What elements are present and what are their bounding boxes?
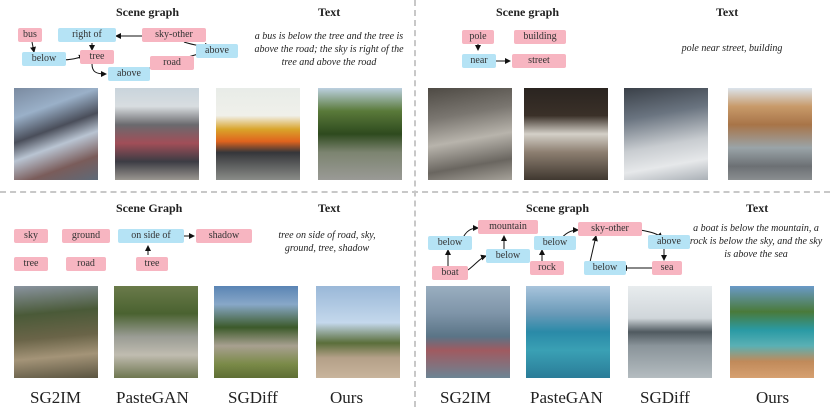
text-title: Text	[318, 201, 341, 215]
node-below-1: below	[428, 236, 472, 250]
br-ours-image	[730, 286, 814, 378]
node-below-2: below	[534, 236, 576, 250]
bl-pastegan-image	[114, 286, 198, 378]
node-mountain: mountain	[478, 220, 538, 234]
node-street: street	[512, 54, 566, 68]
node-sky: sky	[14, 229, 48, 243]
node-boat: boat	[432, 266, 468, 280]
tl-sg2im-image	[14, 88, 98, 180]
tr-ours-image	[728, 88, 812, 180]
node-above-1: above	[196, 44, 238, 58]
node-tree: tree	[80, 50, 114, 64]
method-label-pastegan: PasteGAN	[530, 388, 603, 407]
method-label-ours: Ours	[756, 388, 790, 407]
node-shadow: shadow	[196, 229, 252, 243]
tl-sgdiff-image	[216, 88, 300, 180]
method-label-sg2im: SG2IM	[30, 388, 82, 407]
node-ground: ground	[62, 229, 110, 243]
tr-sg2im-image	[428, 88, 512, 180]
horizontal-divider	[0, 191, 830, 193]
node-sky-other: sky-other	[578, 222, 642, 236]
tr-pastegan-image	[524, 88, 608, 180]
text-caption: pole near street, building	[681, 43, 783, 54]
node-road: road	[66, 257, 106, 271]
node-bus: bus	[18, 28, 42, 42]
br-sgdiff-image	[628, 286, 712, 378]
node-above-2: above	[108, 67, 150, 81]
text-caption: a bus is below the tree and the tree is …	[254, 31, 404, 68]
scene-graph-title: Scene Graph	[116, 201, 183, 215]
br-pastegan-image	[526, 286, 610, 378]
bl-sg2im-image	[14, 286, 98, 378]
node-pole: pole	[462, 30, 494, 44]
bl-sgdiff-image	[214, 286, 298, 378]
text-title: Text	[716, 5, 739, 19]
node-above: above	[648, 235, 690, 249]
node-sea: sea	[652, 261, 682, 275]
node-building: building	[514, 30, 566, 44]
text-title: Text	[318, 5, 341, 19]
text-title: Text	[746, 201, 769, 215]
method-label-ours: Ours	[330, 388, 364, 407]
node-tree-2: tree	[136, 257, 168, 271]
text-caption: a boat is below the mountain, a rock is …	[689, 223, 823, 260]
node-on-side-of: on side of	[118, 229, 184, 243]
tl-ours-image	[318, 88, 402, 180]
node-sky-other: sky-other	[142, 28, 206, 42]
tr-sgdiff-image	[624, 88, 708, 180]
node-near: near	[462, 54, 496, 68]
scene-graph-title: Scene graph	[526, 201, 589, 215]
node-below-3: below	[486, 249, 530, 263]
method-label-sgdiff: SGDiff	[640, 388, 690, 407]
node-tree: tree	[14, 257, 48, 271]
tl-pastegan-image	[115, 88, 199, 180]
br-sg2im-image	[426, 286, 510, 378]
bl-ours-image	[316, 286, 400, 378]
node-rock: rock	[530, 261, 564, 275]
method-label-sg2im: SG2IM	[440, 388, 492, 407]
text-caption: tree on side of road, sky, ground, tree,…	[278, 230, 376, 254]
scene-graph-title: Scene graph	[496, 5, 559, 19]
vertical-divider	[414, 0, 416, 407]
method-label-pastegan: PasteGAN	[116, 388, 189, 407]
node-road: road	[150, 56, 194, 70]
node-below: below	[22, 52, 66, 66]
method-label-sgdiff: SGDiff	[228, 388, 278, 407]
node-below-4: below	[584, 261, 626, 275]
node-right-of: right of	[58, 28, 116, 42]
scene-graph-title: Scene graph	[116, 5, 179, 19]
